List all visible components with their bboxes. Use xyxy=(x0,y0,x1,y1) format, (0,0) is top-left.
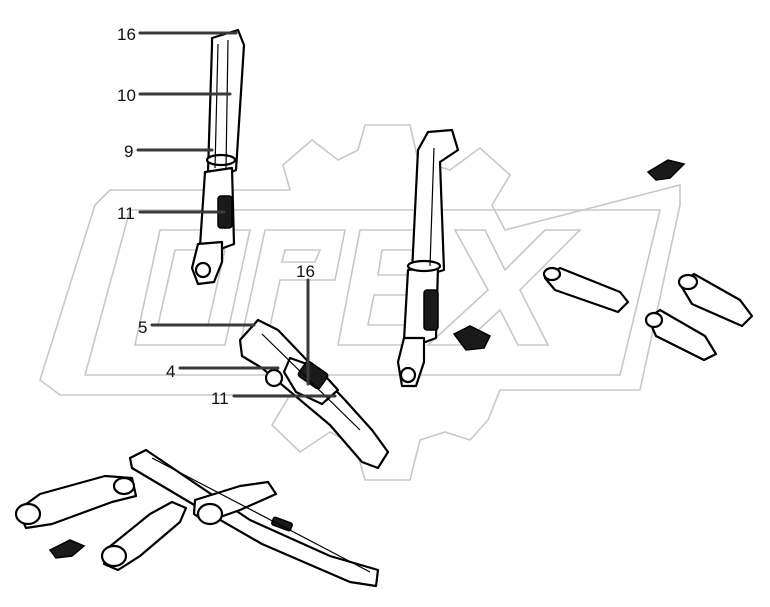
callout-9: 9 xyxy=(124,142,214,161)
svg-text:5: 5 xyxy=(138,318,147,337)
callout-4: 4 xyxy=(166,362,280,381)
cylinder-right-1 xyxy=(542,266,630,314)
svg-text:4: 4 xyxy=(166,362,175,381)
cylinder-bottom-long xyxy=(128,448,380,588)
callout-16-top: 16 xyxy=(117,25,238,44)
svg-text:11: 11 xyxy=(211,389,229,408)
svg-text:16: 16 xyxy=(117,25,136,44)
callout-16-center: 16 xyxy=(296,262,315,386)
callout-10: 10 xyxy=(117,86,232,105)
hose-fitting-top-right xyxy=(646,159,686,181)
cylinder-center-diagonal xyxy=(238,318,390,470)
hose-fitting-center xyxy=(452,325,492,351)
callout-11-upper: 11 xyxy=(117,204,226,223)
cylinder-upper-left xyxy=(190,28,246,286)
cylinder-bottom-left xyxy=(14,474,138,530)
cylinder-right-3 xyxy=(644,308,718,362)
callout-11-lower: 11 xyxy=(211,389,337,408)
callouts: 16 10 9 11 16 5 4 11 xyxy=(117,25,337,408)
callout-5: 5 xyxy=(138,318,256,337)
svg-text:16: 16 xyxy=(296,262,315,281)
cylinder-bottom-middle xyxy=(100,500,188,572)
hose-fitting-bottom-left xyxy=(48,539,86,559)
cylinder-center xyxy=(396,128,460,388)
svg-text:11: 11 xyxy=(117,204,135,223)
svg-text:10: 10 xyxy=(117,86,136,105)
cylinder-right-2 xyxy=(677,272,754,328)
svg-text:9: 9 xyxy=(124,142,133,161)
